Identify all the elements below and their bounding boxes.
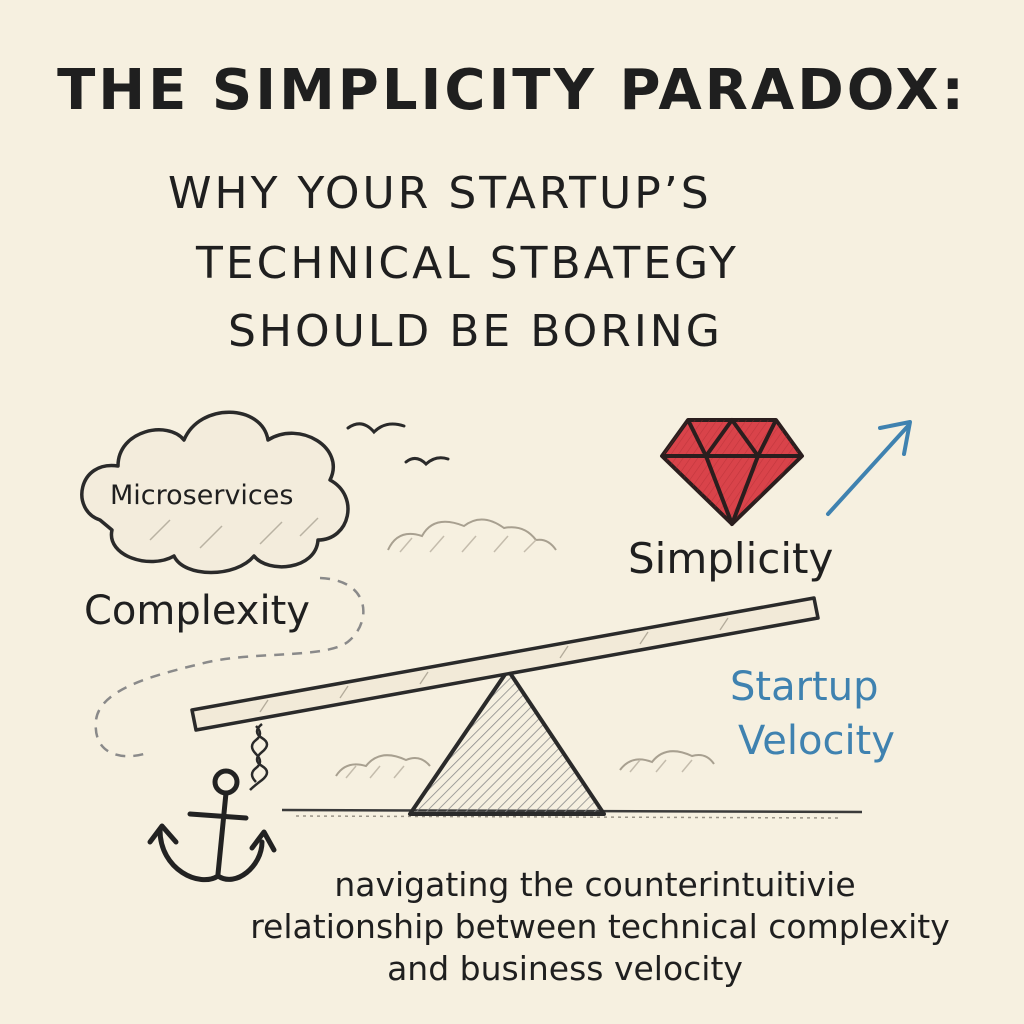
anchor-icon — [147, 768, 277, 883]
simplicity-label: Simplicity — [628, 534, 834, 583]
page-title: THE SIMPLICITY PARADOX: — [57, 58, 967, 123]
gem-icon — [660, 418, 804, 526]
cloud-icon — [80, 410, 350, 575]
subtitle-line-1: WHY YOUR STARTUP’S — [168, 168, 712, 219]
subtitle-line-2: TECHNICAL STBATEGY — [196, 238, 739, 289]
caption-line-3: and business velocity — [387, 949, 743, 988]
microservices-label: Microservices — [110, 480, 294, 511]
birds-icon — [346, 422, 450, 467]
complexity-label: Complexity — [84, 588, 310, 634]
velocity-label-line-2: Velocity — [738, 718, 895, 764]
fulcrum-triangle — [408, 668, 606, 816]
seesaw-plank — [190, 596, 820, 732]
velocity-label-line-1: Startup — [730, 664, 879, 710]
caption-line-1: navigating the counterintuitivie — [334, 865, 856, 904]
sketch-cloud-small — [335, 518, 715, 779]
arrow-up-right-icon — [826, 420, 912, 516]
subtitle-line-3: SHOULD BE BORING — [228, 306, 723, 357]
rope — [249, 723, 269, 791]
caption-line-2: relationship between technical complexit… — [250, 907, 950, 946]
